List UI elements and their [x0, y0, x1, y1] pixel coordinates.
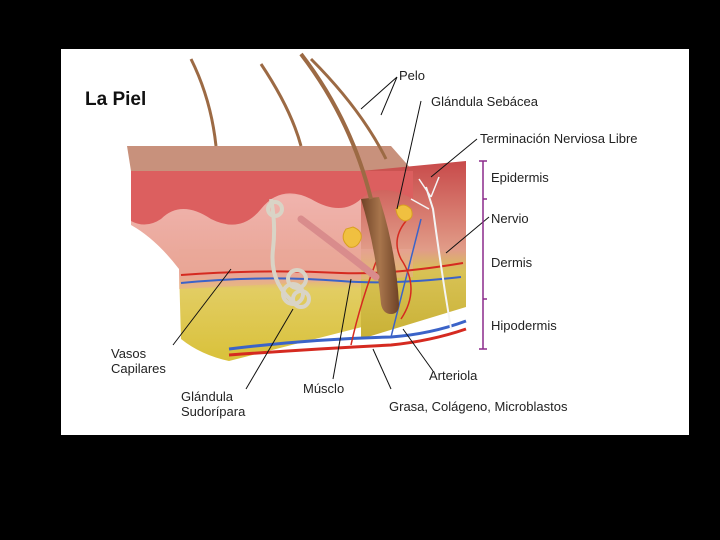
artery-loop: [396, 220, 412, 320]
leader-glandula-sebacea: [396, 100, 422, 210]
label-musculo: Músclo: [303, 381, 345, 396]
leader-glandula-sudoripara: [245, 308, 294, 390]
vein-upper: [180, 276, 462, 284]
nerve-endings: [410, 176, 440, 210]
hair-strand-2: [259, 63, 303, 147]
hair-strand-3: [299, 52, 373, 200]
leader-grasa: [372, 348, 392, 390]
label-vasos: Vasos: [111, 346, 147, 361]
leader-pelo: [360, 76, 398, 116]
sweat-gland-coil-1: [286, 268, 308, 290]
hair-follicle: [361, 197, 399, 314]
skin-cross-section-illustration: [127, 52, 490, 390]
sweat-gland-coil-3: [291, 289, 311, 309]
vein-lower: [228, 319, 467, 351]
label-epidermis: Epidermis: [491, 170, 549, 185]
label-terminacion-nerviosa-libre: Terminación Nerviosa Libre: [480, 131, 638, 146]
label-capilares: Capilares: [111, 361, 166, 376]
epidermis-layer: [131, 171, 413, 225]
leader-musculo: [332, 278, 352, 380]
sweat-gland-coil-top: [266, 200, 284, 218]
diagram-panel: La Piel Pelo Glándula Sebácea Terminació…: [61, 49, 689, 435]
skin-surface: [127, 146, 413, 171]
leader-arteriola: [402, 328, 434, 372]
artery-lower: [228, 327, 467, 357]
sebaceous-gland-2: [395, 204, 413, 222]
label-hipodermis: Hipodermis: [491, 318, 557, 333]
leader-nervio: [445, 216, 490, 254]
diagram-title: La Piel: [85, 89, 147, 110]
label-nervio: Nervio: [491, 211, 529, 226]
label-glandula: Glándula: [181, 389, 234, 404]
vein-branch: [390, 218, 422, 338]
sebaceous-gland: [342, 226, 362, 248]
arrector-muscle: [297, 215, 380, 281]
leader-terminacion: [430, 138, 478, 178]
label-glandula-sebacea: Glándula Sebácea: [431, 94, 538, 109]
label-pelo: Pelo: [399, 68, 426, 83]
label-grasa-colageno: Grasa, Colágeno, Microblastos: [389, 399, 568, 414]
nerve-fiber: [425, 186, 452, 330]
leader-vasos: [172, 268, 232, 346]
hair-strand-4: [309, 57, 388, 160]
label-sudoripara: Sudorípara: [181, 404, 246, 419]
label-dermis: Dermis: [491, 255, 533, 270]
hair-strand-1: [189, 58, 218, 147]
layer-bracket: [479, 160, 487, 350]
label-arteriola: Arteriola: [429, 368, 478, 383]
